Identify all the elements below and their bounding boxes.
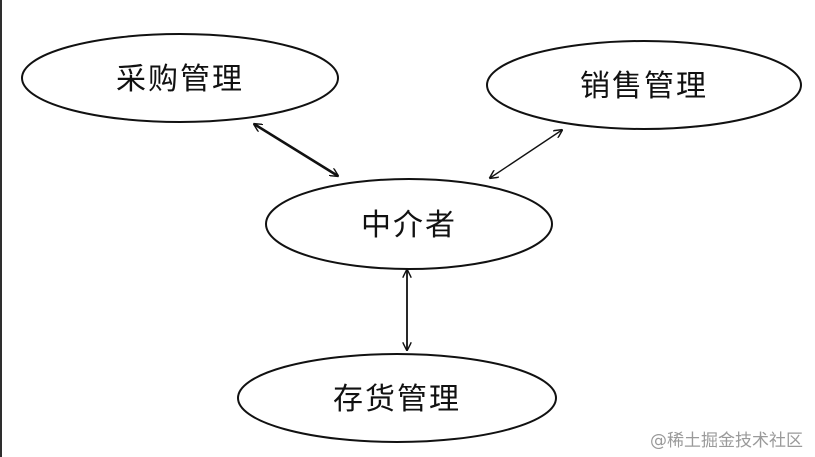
watermark-text: @稀土掘金技术社区 [650,431,803,451]
node-sales-label: 销售管理 [580,69,708,104]
node-sales: 销售管理 [486,40,802,130]
node-purchase-label: 采购管理 [116,62,244,97]
node-inventory: 存货管理 [237,353,557,443]
node-purchase: 采购管理 [21,33,339,123]
node-inventory-label: 存货管理 [333,382,461,417]
edge-purchase-mediator [254,124,338,176]
node-mediator: 中介者 [265,178,553,270]
left-border [0,0,2,457]
node-mediator-label: 中介者 [361,208,457,243]
edge-sales-mediator [490,130,562,178]
